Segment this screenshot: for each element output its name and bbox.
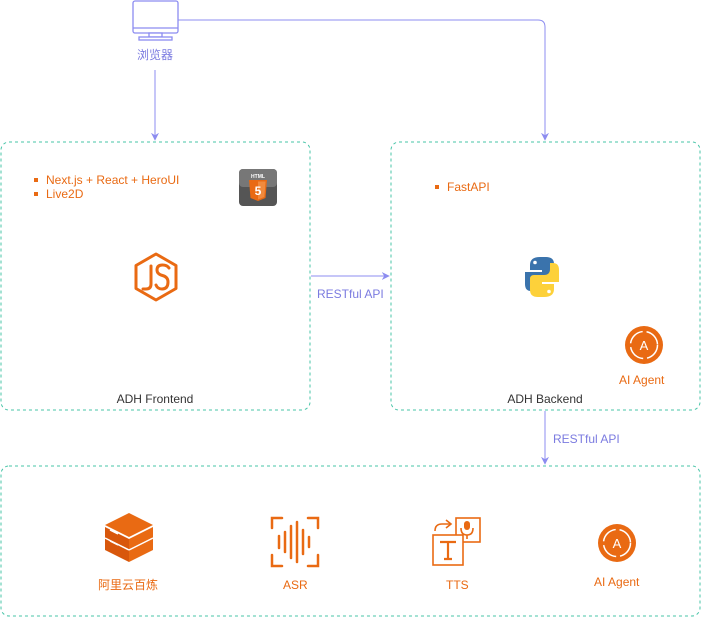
browser-label: 浏览器 (137, 48, 174, 62)
svg-text:HTML: HTML (251, 174, 265, 180)
frontend-box[interactable] (0, 141, 311, 411)
edge-browser-to-backend[interactable] (178, 19, 549, 141)
backend-bullet-item: FastAPI (435, 180, 490, 194)
frontend-bullet-item: Live2D (33, 187, 179, 201)
backend-box[interactable] (390, 141, 701, 411)
svg-text:5: 5 (255, 184, 262, 198)
svg-text:A: A (640, 338, 649, 353)
frontend-title: ADH Frontend (116, 392, 194, 406)
edge-label-frontend-backend: RESTful API (317, 287, 384, 301)
monitor-icon (132, 0, 179, 41)
python-icon (525, 257, 559, 297)
asr-icon (270, 516, 320, 568)
svg-text:A: A (613, 536, 622, 551)
service-label-asr: ASR (283, 578, 308, 592)
edge-label-backend-services: RESTful API (553, 432, 620, 446)
tts-icon (432, 517, 481, 566)
nodejs-icon (134, 252, 178, 302)
frontend-bullet-list: Next.js + React + HeroUI Live2D (30, 173, 179, 201)
service-label-bailian: 阿里云百炼 (98, 578, 159, 592)
service-label-agent: AI Agent (594, 575, 640, 589)
ai-agent-icon: A (625, 326, 663, 364)
backend-title: ADH Backend (507, 392, 583, 406)
service-label-tts: TTS (446, 578, 469, 592)
backend-agent-label: AI Agent (619, 373, 665, 387)
bailian-icon (104, 513, 154, 562)
backend-bullet-list: FastAPI (431, 180, 490, 194)
services-box[interactable] (0, 465, 701, 617)
ai-agent-icon: A (598, 524, 636, 562)
html5-icon: HTML 5 (239, 169, 277, 206)
frontend-bullet-item: Next.js + React + HeroUI (33, 173, 180, 187)
